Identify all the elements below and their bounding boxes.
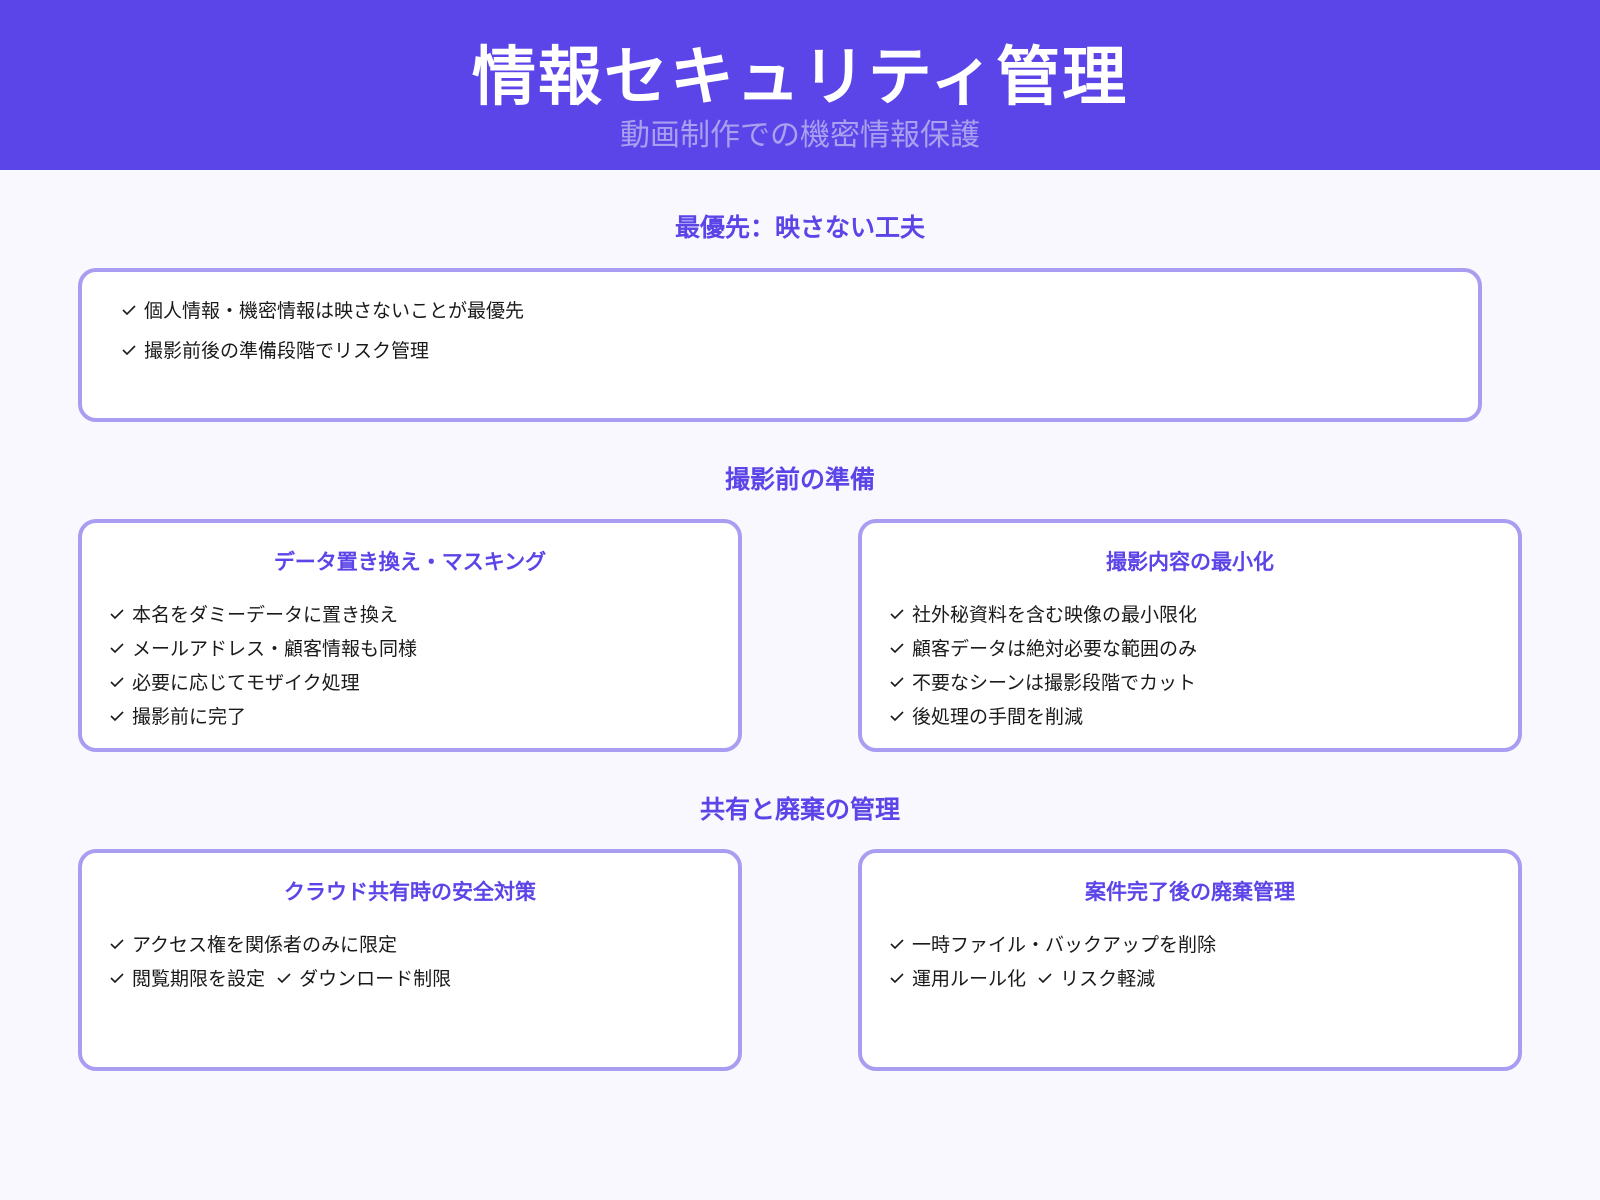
check-icon [110,608,124,620]
masking-item-list: 本名をダミーデータに置き換え メールアドレス・顧客情報も同様 必要に応じてモザイ… [110,598,417,734]
list-item: メールアドレス・顧客情報も同様 [110,632,417,666]
disposal-item-list: 一時ファイル・バックアップを削除 運用ルール化 リスク軽減 [890,928,1216,996]
card-minimize-content: 撮影内容の最小化 社外秘資料を含む映像の最小限化 顧客データは絶対必要な範囲のみ… [858,519,1522,752]
list-item: 本名をダミーデータに置き換え [110,598,417,632]
check-icon [890,608,904,620]
check-icon [890,710,904,722]
section-heading-sharing-disposal: 共有と廃棄の管理 [699,795,900,824]
section-heading-preparation: 撮影前の準備 [724,465,875,494]
page-title: 情報セキュリティ管理 [471,41,1129,115]
check-icon [890,676,904,688]
card-title: クラウド共有時の安全対策 [284,880,536,904]
minimize-item-list: 社外秘資料を含む映像の最小限化 顧客データは絶対必要な範囲のみ 不要なシーンは撮… [890,598,1197,734]
card-cloud-sharing: クラウド共有時の安全対策 アクセス権を関係者のみに限定 閲覧期限を設定 ダウンロ… [78,849,742,1071]
page-header: 情報セキュリティ管理 動画制作での機密情報保護 [0,0,1600,170]
check-icon [110,938,124,950]
list-item: 社外秘資料を含む映像の最小限化 [890,598,1197,632]
check-icon [890,972,904,984]
check-icon [122,344,136,356]
list-item: 顧客データは絶対必要な範囲のみ [890,632,1197,666]
check-icon [122,304,136,316]
check-icon [110,710,124,722]
list-item: 後処理の手間を削減 [890,700,1197,734]
page-subtitle: 動画制作での機密情報保護 [620,118,980,153]
priority-item-list: 個人情報・機密情報は映さないことが最優先 撮影前後の準備段階でリスク管理 [122,294,524,368]
card-disposal: 案件完了後の廃棄管理 一時ファイル・バックアップを削除 運用ルール化 リスク軽減 [858,849,1522,1071]
list-item: 撮影前後の準備段階でリスク管理 [122,334,524,368]
list-item: 不要なシーンは撮影段階でカット [890,666,1197,700]
check-icon [890,642,904,654]
card-title: 案件完了後の廃棄管理 [1085,880,1295,904]
card-title: データ置き換え・マスキング [273,550,547,574]
check-icon [110,972,124,984]
check-icon [277,972,291,984]
check-icon [1038,972,1052,984]
list-item: 必要に応じてモザイク処理 [110,666,417,700]
check-icon [110,676,124,688]
list-item: 運用ルール化 リスク軽減 [890,962,1216,996]
list-item: 一時ファイル・バックアップを削除 [890,928,1216,962]
section-heading-priority: 最優先：映さない工夫 [674,213,925,242]
list-item: アクセス権を関係者のみに限定 [110,928,451,962]
list-item: 閲覧期限を設定 ダウンロード制限 [110,962,451,996]
cloud-item-list: アクセス権を関係者のみに限定 閲覧期限を設定 ダウンロード制限 [110,928,451,996]
card-title: 撮影内容の最小化 [1106,550,1274,574]
list-item: 撮影前に完了 [110,700,417,734]
check-icon [110,642,124,654]
card-priority: 個人情報・機密情報は映さないことが最優先 撮影前後の準備段階でリスク管理 [78,268,1482,422]
card-data-masking: データ置き換え・マスキング 本名をダミーデータに置き換え メールアドレス・顧客情… [78,519,742,752]
list-item: 個人情報・機密情報は映さないことが最優先 [122,294,524,328]
check-icon [890,938,904,950]
